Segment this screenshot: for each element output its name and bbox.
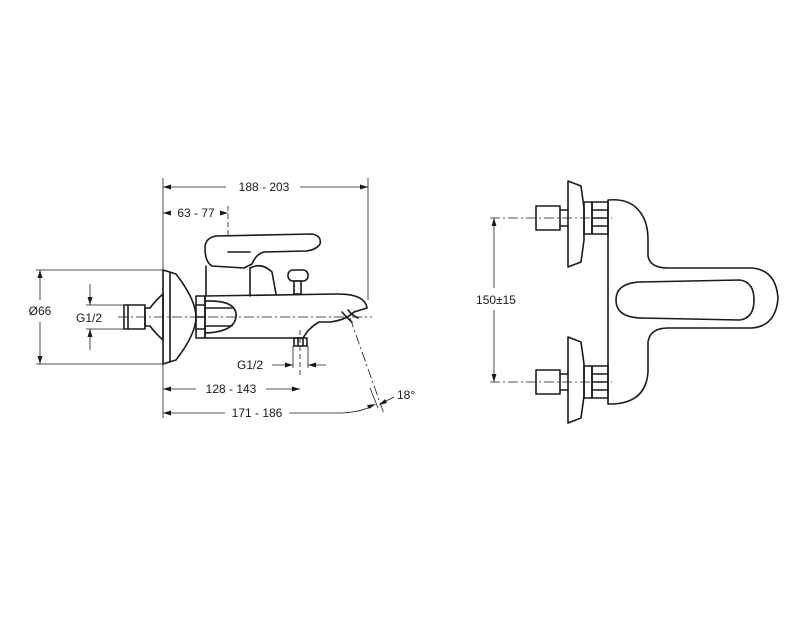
top-lever-oval: [615, 279, 755, 321]
dimension-outlet-distance: 128 - 143: [163, 382, 300, 396]
label-spout-angle: 18°: [397, 388, 415, 402]
lower-inlet: [535, 336, 609, 424]
shower-outlet: [293, 337, 308, 347]
dimension-outlet-thread: G1/2: [237, 358, 326, 372]
top-body-outline: [607, 198, 779, 405]
dimension-inlet-thread: G1/2: [76, 284, 102, 350]
dimension-spout-reach: 171 - 186: [163, 404, 376, 420]
lever-handle: [204, 233, 322, 297]
label-outlet-thread: G1/2: [237, 358, 263, 372]
label-rose-diameter: Ø66: [29, 304, 52, 318]
label-inlet-spacing: 150±15: [476, 293, 516, 307]
dimension-lever-offset: 63 - 77: [163, 206, 228, 220]
label-overall-width: 188 - 203: [239, 180, 290, 194]
side-view: 188 - 203 63 - 77 Ø66 G1/2: [29, 178, 415, 420]
diverter-knob: [287, 269, 309, 295]
label-inlet-thread: G1/2: [76, 311, 102, 325]
top-view: 150±15: [476, 180, 779, 424]
label-outlet-distance: 128 - 143: [206, 382, 257, 396]
label-lever-offset: 63 - 77: [177, 206, 215, 220]
mixer-body: [204, 293, 368, 339]
label-spout-reach: 171 - 186: [232, 406, 283, 420]
dimension-rose-diameter: Ø66: [29, 270, 52, 364]
dimension-overall-width: 188 - 203: [163, 180, 368, 194]
upper-inlet: [535, 180, 609, 268]
dimension-inlet-spacing: 150±15: [476, 218, 516, 382]
dimension-spout-angle: 18°: [369, 387, 415, 409]
